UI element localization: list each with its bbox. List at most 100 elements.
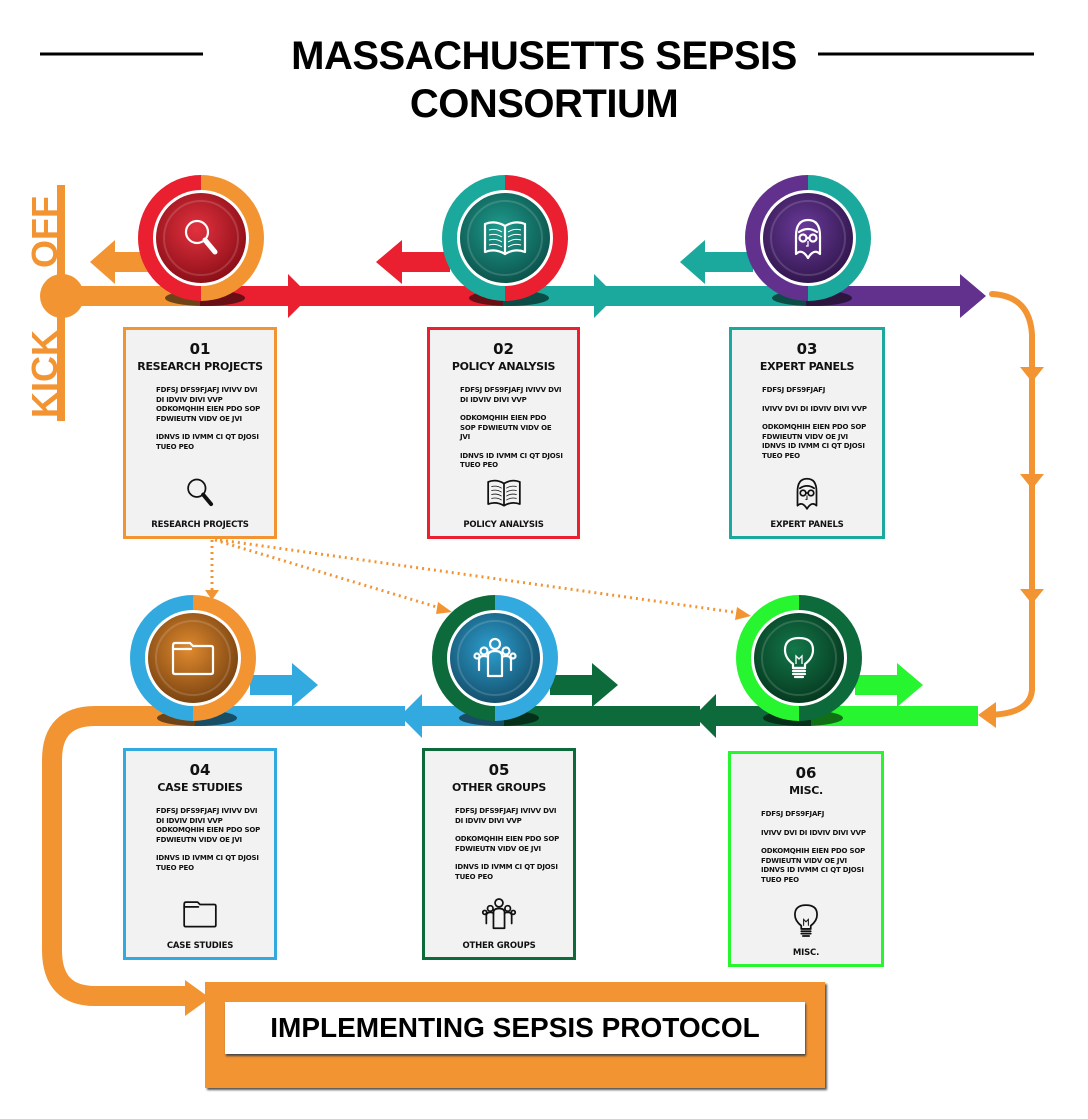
step-circle-03	[745, 175, 871, 306]
title-rules	[40, 52, 1034, 56]
flow-segment-2a	[300, 286, 505, 306]
step-circle-04	[130, 595, 256, 726]
dotted-arrow-3	[735, 607, 751, 620]
step-description: FDFSJ DFS9FJAFJ IVIVV DVI DI IDVIV DIVI …	[455, 807, 559, 891]
page-title-line1: MASSACHUSETTS SEPSIS	[291, 34, 797, 78]
flow-segment-5a	[500, 706, 700, 726]
lightbulb-icon	[783, 636, 815, 679]
step-title: EXPERT PANELS	[759, 360, 855, 373]
page-title-line2: CONSORTIUM	[409, 82, 679, 126]
dotted-links	[210, 538, 741, 615]
card-paragraph: FDFSJ DFS9FJAFJ	[761, 810, 825, 818]
connector-arrow-3	[1020, 589, 1044, 604]
final-label: IMPLEMENTING SEPSIS PROTOCOL	[225, 1002, 805, 1054]
card-paragraph: FDFSJ DFS9FJAFJ IVIVV DVI DI IDVIV DIVI …	[460, 386, 562, 404]
connector-arrow-4	[978, 702, 996, 728]
step-title: OTHER GROUPS	[451, 781, 547, 794]
card-paragraph: ODKOMQHIH EIEN PDO SOP FDWIEUTN VIDV OE …	[762, 423, 867, 460]
flow-arrow-5	[400, 694, 422, 738]
flow-segment-4a	[195, 706, 405, 726]
step-number: 05	[488, 761, 510, 779]
flow-segment-6a	[808, 706, 978, 726]
card-paragraph: IVIVV DVI DI IDVIV DIVI VVP	[761, 828, 866, 837]
step-circle-core	[156, 193, 246, 283]
folder-icon	[171, 641, 215, 676]
step-description: FDFSJ DFS9FJAFJ IVIVV DVI DI IDVIV DIVI V…	[762, 386, 868, 470]
dotted-arrow-2	[436, 602, 452, 614]
card-paragraph: FDFSJ DFS9FJAFJ	[762, 386, 826, 394]
flow-arrow-3	[960, 274, 986, 318]
step-footer: EXPERT PANELS	[770, 520, 844, 530]
connector-arrow-2	[1020, 474, 1044, 489]
step-circle-06	[736, 595, 862, 726]
card-paragraph: ODKOMQHIH EIEN PDO SOP FDWIEUTN VIDV OE …	[455, 835, 560, 853]
group-icon	[473, 637, 517, 678]
step-footer: POLICY ANALYSIS	[463, 520, 544, 530]
group-icon	[481, 898, 517, 930]
open-book-icon	[483, 221, 527, 256]
back-arrow-3	[680, 240, 705, 284]
flow-arrow-2	[594, 274, 616, 318]
fwd-arrow-5	[592, 663, 618, 707]
step-footer: CASE STUDIES	[166, 941, 234, 951]
flow-arrow-6	[694, 694, 716, 738]
step-card: 04 CASE STUDIES FDFSJ DFS9FJAFJ IVIVV DV…	[123, 748, 277, 960]
card-icon-wrap	[181, 474, 219, 516]
back-arrow-1	[90, 240, 115, 284]
card-icon-wrap	[485, 474, 523, 516]
step-title: CASE STUDIES	[157, 781, 243, 794]
step-title: RESEARCH PROJECTS	[137, 360, 263, 373]
step-footer: OTHER GROUPS	[462, 941, 536, 951]
card-paragraph: FDFSJ DFS9FJAFJ IVIVV DVI DI IDVIV DIVI …	[156, 386, 261, 423]
step-circle-core	[450, 613, 540, 703]
step-title: MISC.	[789, 784, 823, 797]
magnifier-icon	[187, 478, 214, 507]
step-circle-02	[442, 175, 568, 306]
dotted-arrow-1	[205, 590, 219, 600]
connector-right	[982, 291, 1035, 718]
back-arrow-2	[376, 240, 402, 284]
step-title: POLICY ANALYSIS	[451, 360, 556, 373]
step-circle-core	[148, 613, 238, 703]
folder-icon	[183, 901, 217, 928]
fwd-arrow-6	[897, 663, 923, 707]
card-paragraph: ODKOMQHIH EIEN PDO SOP FDWIEUTN VIDV OE …	[761, 847, 866, 884]
step-number: 02	[493, 340, 514, 358]
step-description: FDFSJ DFS9FJAFJ IVIVV DVI DI IDVIV DIVI …	[156, 807, 260, 882]
step-circle-05	[432, 595, 558, 726]
flow-arrow-1	[288, 274, 310, 318]
card-paragraph: FDFSJ DFS9FJAFJ IVIVV DVI DI IDVIV DIVI …	[156, 807, 261, 844]
connector-arrow-1	[1020, 367, 1044, 382]
step-card: 02 POLICY ANALYSIS FDFSJ DFS9FJAFJ IVIVV…	[427, 327, 580, 539]
step-footer: RESEARCH PROJECTS	[151, 520, 249, 530]
step-description: FDFSJ DFS9FJAFJ IVIVV DVI DI IDVIV DIVI …	[156, 386, 260, 461]
step-circle-core	[754, 613, 844, 703]
step-description: FDFSJ DFS9FJAFJ IVIVV DVI DI IDVIV DIVI …	[460, 386, 563, 480]
flow-segment-3a	[606, 286, 808, 306]
open-book-icon	[486, 479, 521, 507]
card-paragraph: IDNVS ID IVMM CI QT DJOSI TUEO PEO	[460, 451, 563, 470]
lightbulb-icon	[794, 904, 818, 937]
connector-final	[42, 706, 195, 1006]
step-description: FDFSJ DFS9FJAFJ IVIVV DVI DI IDVIV DIVI V…	[761, 810, 867, 894]
step-number: 03	[796, 340, 818, 358]
step-card: 01 RESEARCH PROJECTS FDFSJ DFS9FJAFJ IVI…	[123, 327, 277, 539]
step-card: 03 EXPERT PANELS FDFSJ DFS9FJAFJ IVIVV DV…	[729, 327, 885, 539]
card-icon-wrap	[788, 474, 826, 516]
card-paragraph: ODKOMQHIH EIEN PDO SOP FDWIEUTN VIDV OE …	[460, 414, 552, 441]
magnifier-icon	[184, 219, 218, 255]
connector-final-arrow	[185, 980, 210, 1016]
card-icon-wrap	[181, 895, 219, 937]
expert-face-icon	[794, 218, 822, 260]
final-box: IMPLEMENTING SEPSIS PROTOCOL	[205, 982, 825, 1088]
expert-face-icon	[796, 477, 818, 510]
fwd-arrow-4	[292, 663, 318, 707]
step-footer: MISC.	[792, 948, 820, 958]
card-paragraph: IDNVS ID IVMM CI QT DJOSI TUEO PEO	[156, 433, 259, 451]
step-circle-01	[138, 175, 264, 306]
card-icon-wrap	[480, 895, 518, 937]
card-paragraph: IVIVV DVI DI IDVIV DIVI VVP	[762, 404, 867, 413]
